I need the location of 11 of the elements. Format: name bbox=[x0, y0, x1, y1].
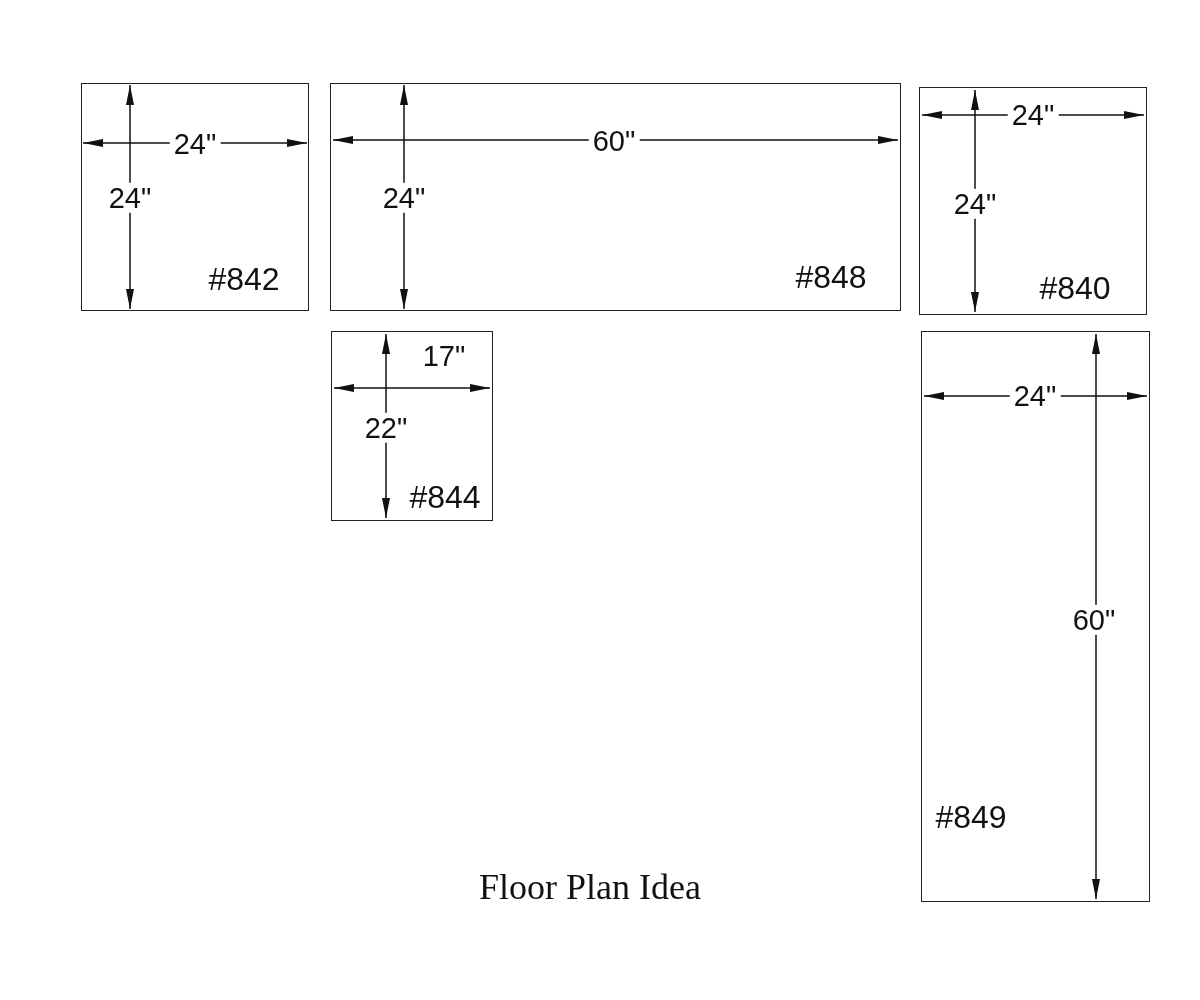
cabinet-outline bbox=[81, 83, 309, 311]
cabinet-outline bbox=[921, 331, 1150, 902]
cabinet-number: #842 bbox=[208, 260, 280, 298]
cabinet-number: #840 bbox=[1039, 269, 1111, 307]
cabinet-outline bbox=[330, 83, 901, 311]
cabinet-number: #848 bbox=[795, 258, 867, 296]
cabinet-outline bbox=[331, 331, 493, 521]
caption: Floor Plan Idea bbox=[479, 866, 701, 908]
cabinet-number: #844 bbox=[409, 478, 481, 516]
cabinet-outline bbox=[919, 87, 1147, 315]
cabinet-number: #849 bbox=[935, 798, 1007, 836]
